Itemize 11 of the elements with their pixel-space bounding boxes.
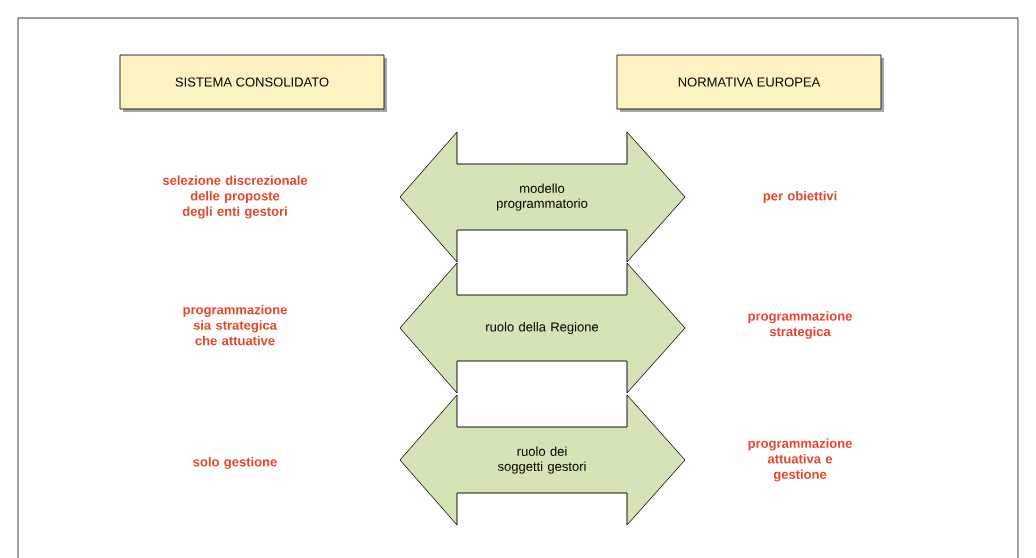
- header-box: SISTEMA CONSOLIDATO: [119, 54, 387, 112]
- pointed-band: modello programmatorio: [399, 131, 686, 263]
- note-text: programmazione strategica: [748, 311, 852, 339]
- pointed-band: ruolo dei soggetti gestori: [399, 394, 686, 526]
- header-box: NORMATIVA EUROPEA: [616, 54, 884, 112]
- note-text: programmazione sia strategica che attuative: [183, 304, 287, 346]
- pointed-band: ruolo della Regione: [399, 262, 686, 394]
- note-text: per obiettivi: [763, 190, 837, 204]
- note-text: solo gestione: [193, 456, 277, 470]
- note-text: programmazione attuativa e gestione: [748, 438, 852, 482]
- note-text: selezione discrezionale delle proposte degli enti gestori: [162, 175, 308, 219]
